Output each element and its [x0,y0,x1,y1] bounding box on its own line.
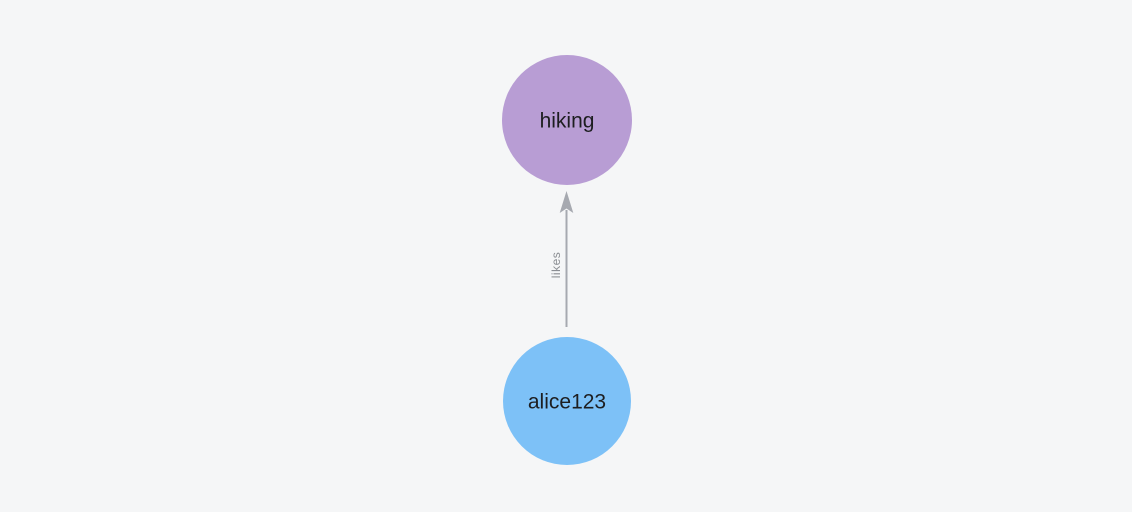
node-hiking-circle[interactable] [502,55,632,185]
edge-likes[interactable]: likes [549,191,574,327]
edge-likes-label: likes [549,252,563,279]
node-alice123-circle[interactable] [503,337,631,465]
node-alice123[interactable]: alice123 [503,337,631,465]
arrowhead-up-icon [559,191,574,213]
node-hiking[interactable]: hiking [502,55,632,185]
